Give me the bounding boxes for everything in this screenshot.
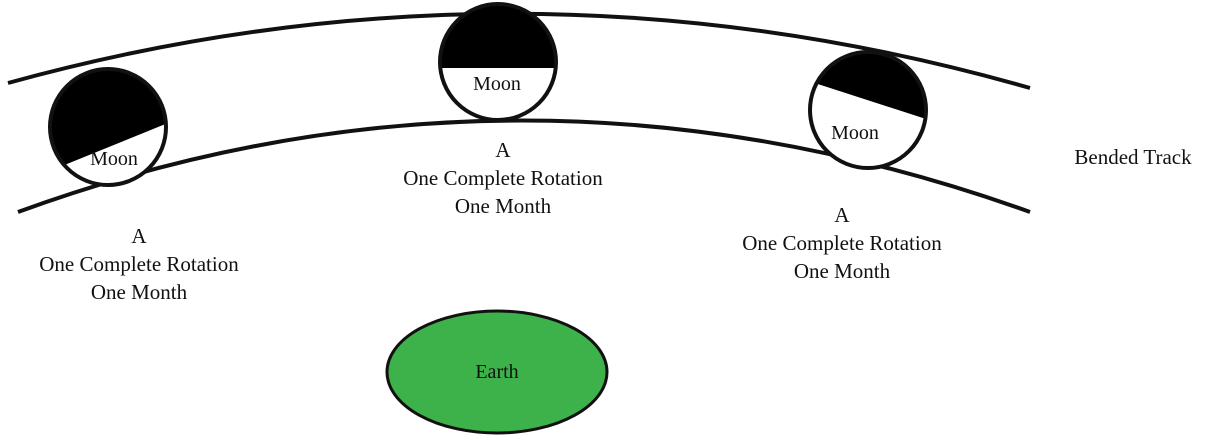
earth-label: Earth [475,361,518,383]
moon-left-dark-half [50,69,166,183]
moon-right-caption: A One Complete Rotation One Month [717,201,967,285]
moon-center-label: Moon [473,73,521,95]
moon-right-dark-half [810,52,926,130]
moon-left-caption: A One Complete Rotation One Month [14,222,264,306]
caption-letter: A [131,224,147,248]
earth-shape [385,309,609,435]
moon-right: Moon [808,50,928,170]
caption-period: One Month [793,259,891,283]
moon-center-caption: A One Complete Rotation One Month [378,136,628,220]
caption-rotation: One Complete Rotation [403,166,603,190]
moon-left-label: Moon [90,148,138,170]
moon-center: Moon [438,2,558,122]
moon-right-label: Moon [831,122,879,144]
moon-left: Moon [48,67,168,187]
earth: Earth [385,309,609,435]
caption-period: One Month [454,194,552,218]
caption-rotation: One Complete Rotation [742,231,942,255]
caption-period: One Month [90,280,188,304]
track-label: Bended Track [1074,145,1192,169]
caption-letter: A [495,138,511,162]
caption-letter: A [834,203,850,227]
caption-rotation: One Complete Rotation [39,252,239,276]
